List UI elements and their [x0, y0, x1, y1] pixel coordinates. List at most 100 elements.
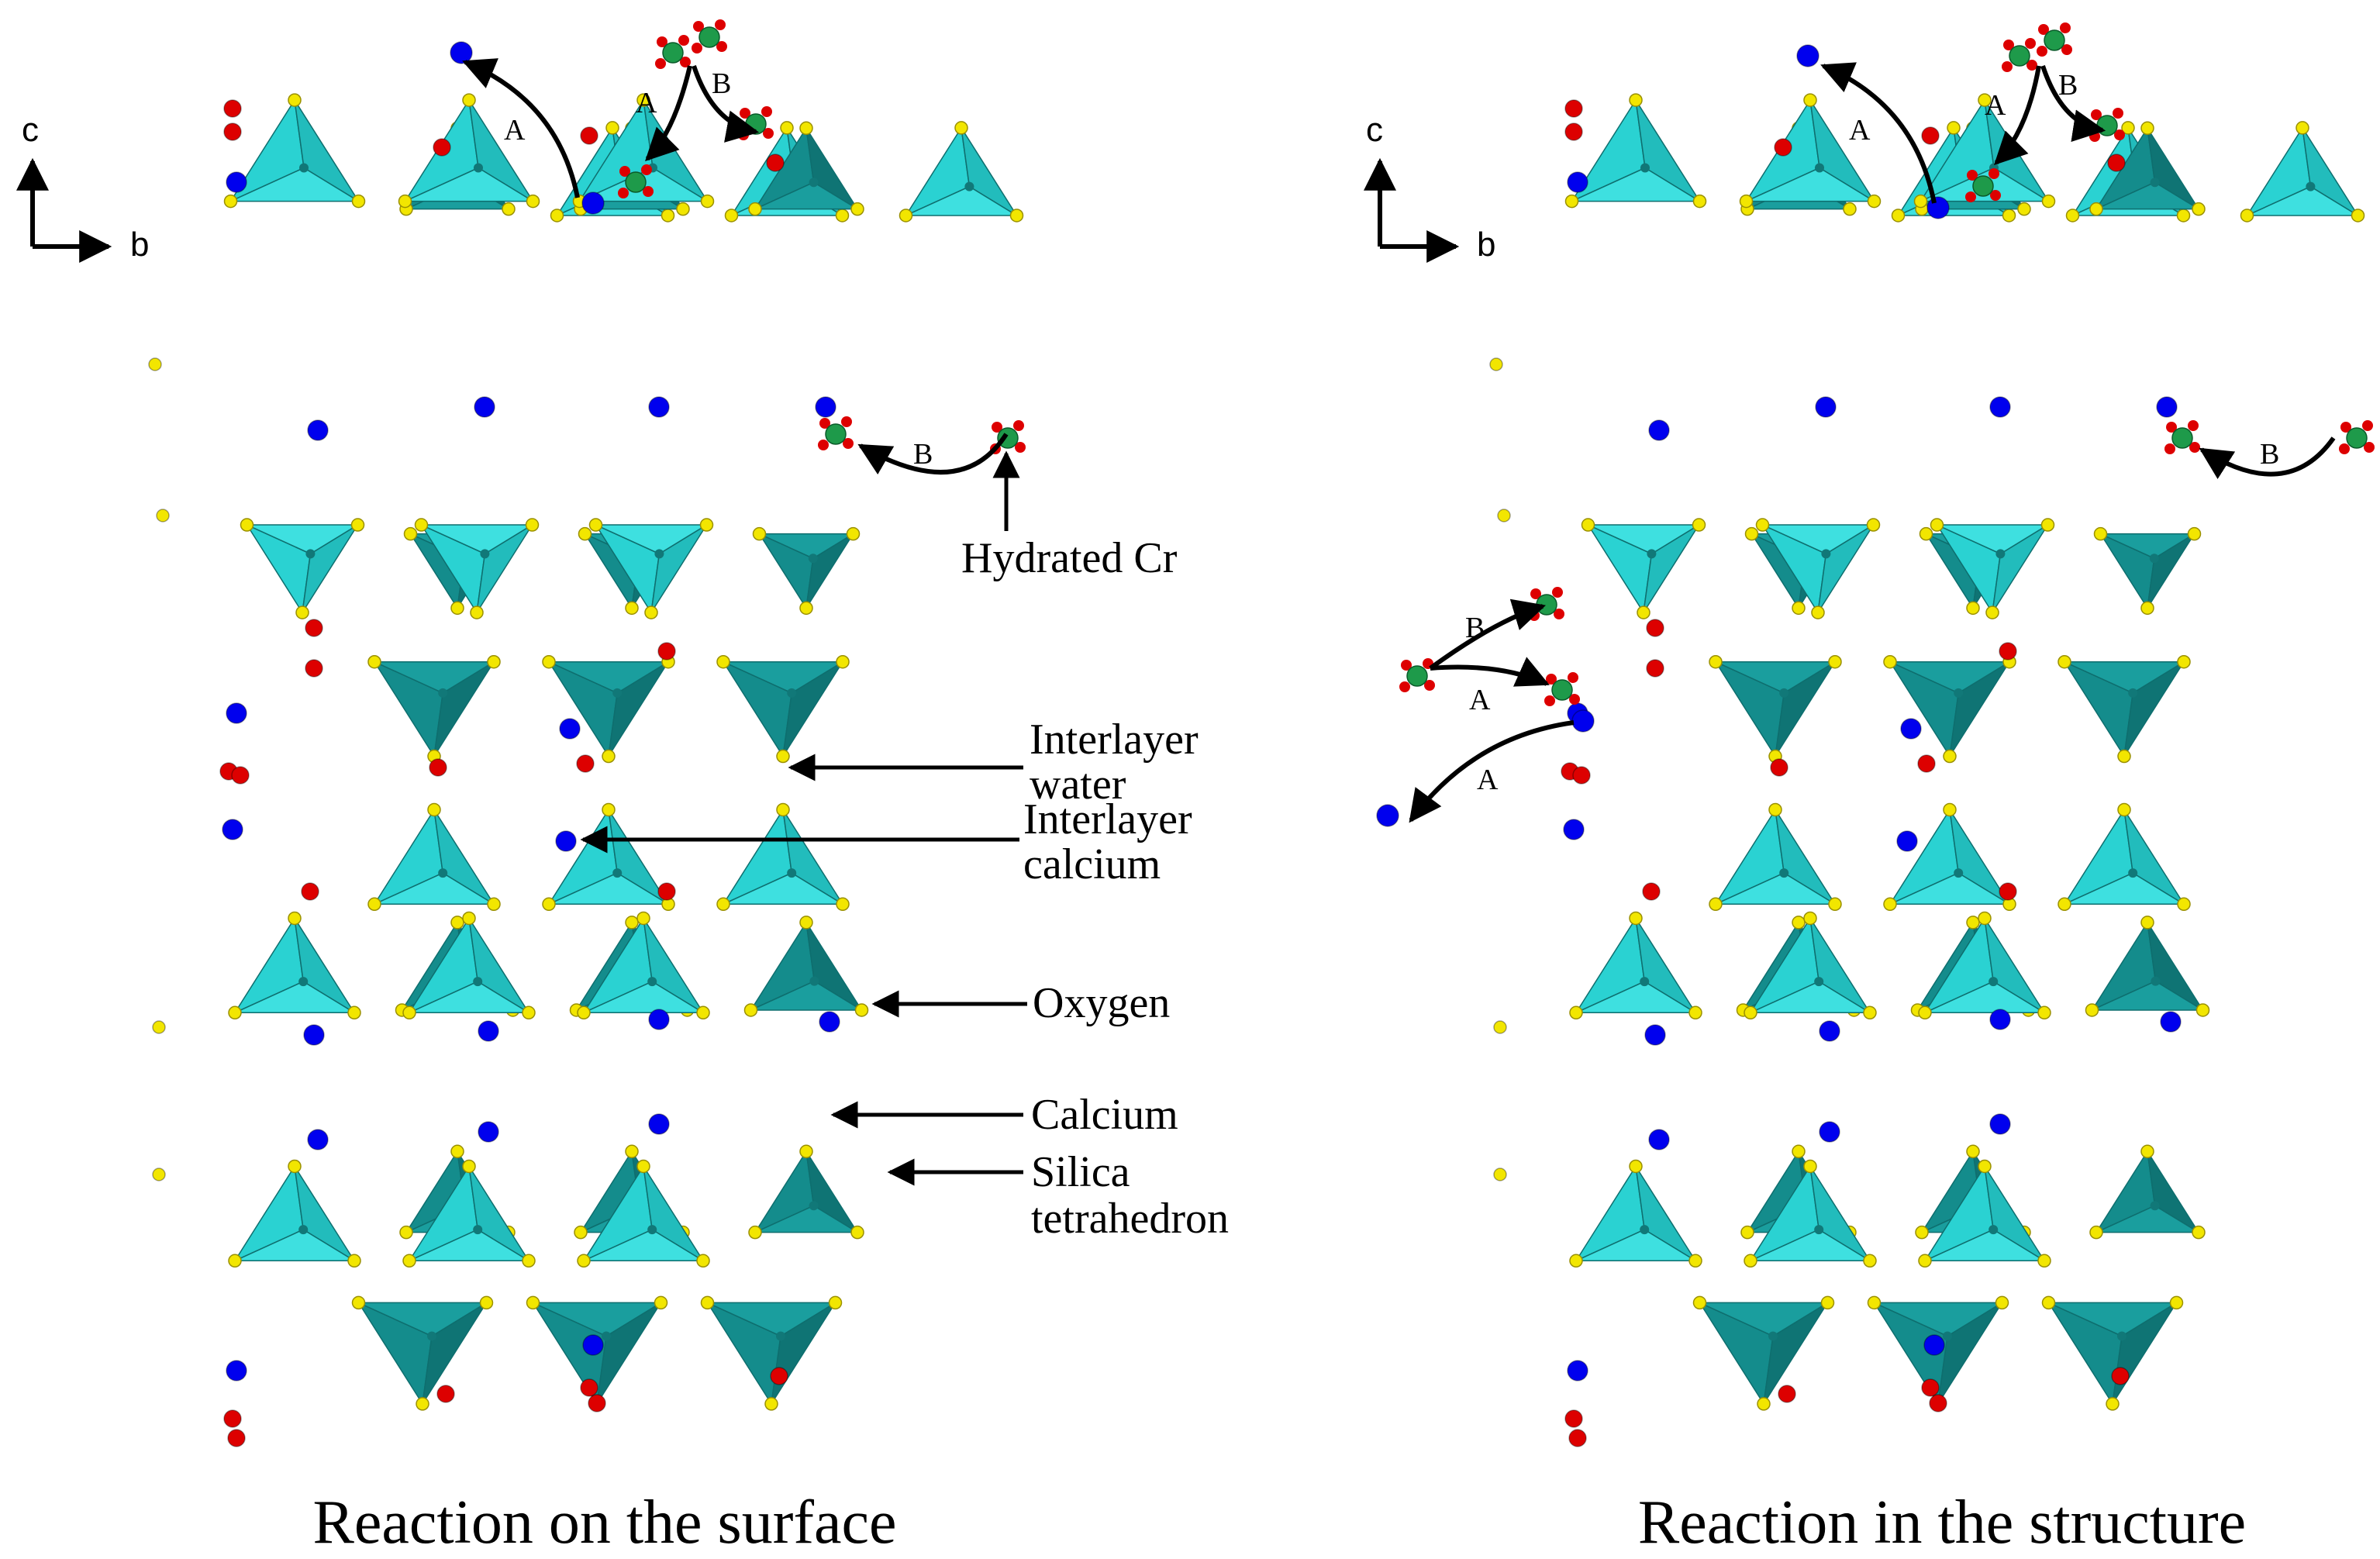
silica-tetrahedron [1569, 911, 1702, 1020]
oxygen-atom [1739, 194, 1754, 209]
water-molecule [1929, 1394, 1947, 1412]
oxygen-atom [716, 897, 730, 912]
water-molecule [2362, 420, 2373, 431]
silica-tetrahedron [1569, 1159, 1702, 1268]
calcium-atom [648, 396, 670, 418]
silica-tetrahedron [748, 1144, 864, 1240]
water-molecule [2111, 1367, 2130, 1385]
silica-tetrahedron [1692, 1295, 1835, 1411]
atoms-layer [1376, 22, 2375, 1447]
silica-tetrahedron [743, 916, 869, 1017]
chromium-atom [825, 423, 847, 445]
right-panel-caption: Reaction in the structure [1638, 1488, 2246, 1557]
oxygen-atom [479, 1295, 494, 1310]
silica-tetrahedron [1930, 518, 2055, 619]
interlayer-calcium-label: Interlayer [1023, 795, 1192, 843]
oxygen-atom [487, 654, 501, 669]
water-molecule [619, 166, 630, 177]
oxygen-atom [525, 518, 540, 532]
water-molecule [576, 754, 595, 773]
oxygen-atom [399, 1225, 413, 1240]
oxygen-atom [288, 911, 302, 926]
water-molecule [763, 128, 774, 139]
oxygen-atom [288, 93, 302, 107]
arrow-path [1994, 65, 2041, 165]
hydrated-cr [1965, 168, 2001, 202]
oxygen-atom [1629, 93, 1643, 107]
silica-tetrahedron [351, 1295, 494, 1411]
oxygen-atom [699, 518, 714, 532]
oxygen-atom [2057, 654, 2071, 669]
hydrated-cr [2339, 420, 2375, 454]
hydrated-cr [692, 19, 727, 53]
water-molecule [1424, 680, 1435, 691]
oxygen-atom [156, 509, 170, 523]
oxygen-atom [1978, 93, 1992, 107]
water-molecule [766, 153, 785, 172]
water-molecule [819, 418, 830, 429]
oxygen-atom [752, 526, 767, 541]
arrow-path [2040, 65, 2106, 142]
oxygen-atom [2089, 202, 2103, 216]
silica-tetrahedron [752, 526, 861, 616]
oxygen-atom [1913, 194, 1928, 209]
water-molecule [618, 188, 629, 198]
calcium-atom [559, 718, 581, 740]
calcium-atom [307, 1129, 329, 1150]
calcium-atom [1989, 1113, 2011, 1135]
water-molecule [655, 58, 666, 69]
hydrated-cr [655, 35, 691, 69]
water-molecule [2026, 60, 2037, 71]
water-molecule [1917, 754, 1936, 773]
hydrated-cr-label: Hydrated Cr [961, 534, 1178, 582]
silica-tetrahedron [402, 911, 536, 1020]
oxygen-atom [414, 518, 429, 532]
oxygen-atom [654, 1295, 668, 1310]
oxygen-atom [1489, 357, 1503, 371]
oxygen-atom [716, 654, 730, 669]
calcium-atom [222, 819, 243, 840]
water-molecule [1999, 882, 2017, 901]
oxygen-atom [1966, 1144, 1980, 1159]
oxygen-atom [799, 601, 813, 616]
silica-tetrahedron [700, 1295, 843, 1411]
arrow-path [462, 58, 580, 198]
oxygen-atom [1919, 526, 1933, 541]
water-molecule [680, 57, 691, 67]
calcium-atom [1796, 44, 1819, 67]
oxygen-atom [2057, 897, 2071, 912]
oxygen-atom [462, 93, 476, 107]
hydrated-cr [818, 416, 854, 450]
path-label: B [2260, 438, 2279, 471]
oxygen-atom [2002, 209, 2016, 222]
silica-tetrahedron [1755, 518, 1881, 619]
oxygen-atom [1985, 605, 1999, 619]
water-molecule [1921, 126, 1940, 145]
water-molecule [2038, 24, 2049, 35]
oxygen-atom [1637, 605, 1650, 619]
oxygen-atom [1629, 1159, 1643, 1174]
hydrated-cr [2002, 38, 2037, 72]
oxygen-atom [1995, 1295, 2009, 1310]
oxygen-atom [2176, 209, 2191, 222]
oxygen-atom [661, 209, 675, 222]
water-molecule [818, 440, 829, 450]
calcium-atom [819, 1011, 840, 1033]
oxygen-atom [2351, 209, 2365, 222]
silica-tetrahedron [398, 93, 540, 209]
oxygen-atom [2121, 121, 2135, 135]
calcium-atom [648, 1009, 670, 1030]
water-molecule [1530, 588, 1541, 599]
water-molecule [1554, 609, 1564, 619]
tetrahedra-layer [1564, 93, 2365, 1411]
calcium-atom [1819, 1020, 1840, 1042]
oxygen-atom [799, 121, 813, 136]
arrow-path [1820, 62, 1937, 204]
water-molecule [2166, 422, 2177, 433]
oxygen-atom [1692, 1295, 1707, 1310]
hydrated-cr [1399, 658, 1435, 692]
oxygen-atom [402, 1254, 416, 1268]
oxygen-atom [776, 802, 790, 817]
left-panel-caption: Reaction on the surface [312, 1488, 896, 1557]
water-molecule [227, 1429, 246, 1447]
